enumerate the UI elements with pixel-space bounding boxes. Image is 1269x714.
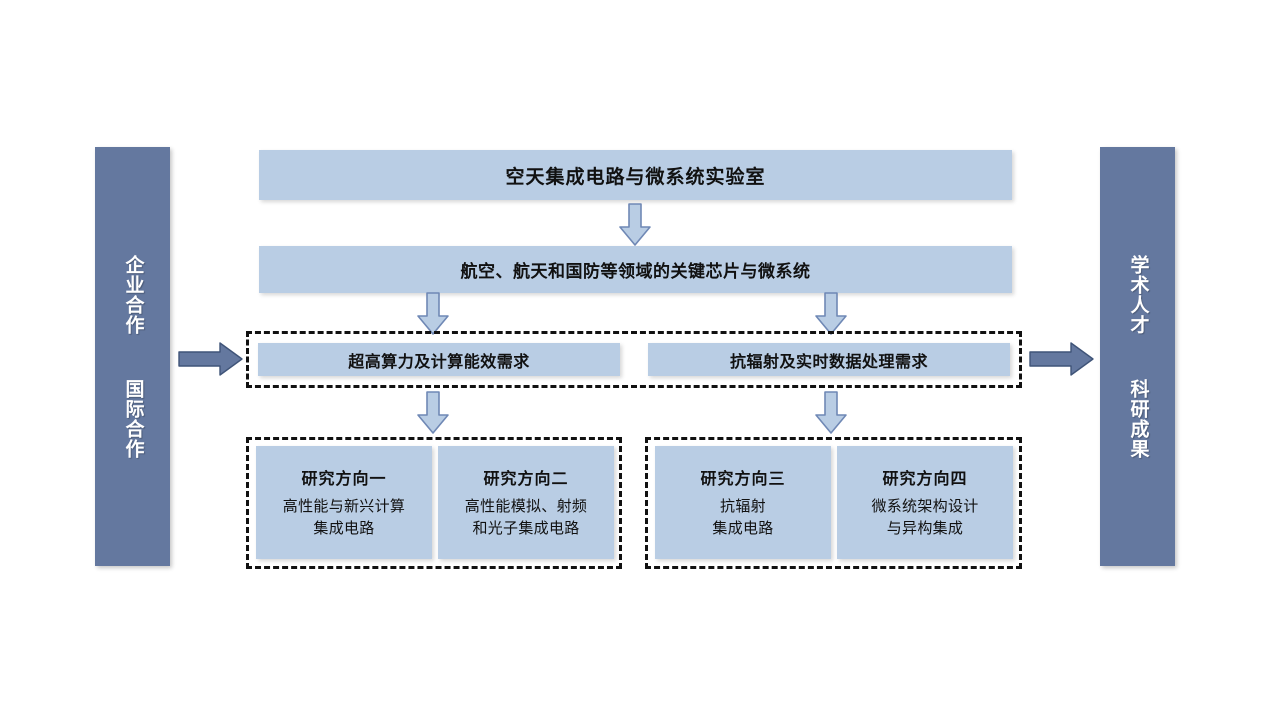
requirement-box-1: 超高算力及计算能效需求 — [258, 343, 620, 376]
goal-box: 航空、航天和国防等领域的关键芯片与微系统 — [259, 246, 1012, 293]
arrow-down-goal-to-requirement-2 — [814, 292, 848, 336]
pillar-left-collaboration: 企业合作 国际合作 — [95, 147, 170, 566]
requirement-box-2: 抗辐射及实时数据处理需求 — [648, 343, 1010, 376]
pillar-right-outcomes: 学术人才 科研成果 — [1100, 147, 1175, 566]
arrow-down-lab-to-goal — [618, 203, 652, 247]
pillar-right-label: 学术人才 科研成果 — [1127, 254, 1149, 459]
lab-title-label: 空天集成电路与微系统实验室 — [505, 166, 766, 188]
arrow-right-outcomes-output — [1029, 341, 1095, 377]
arrow-down-requirement-2-to-directions — [814, 391, 848, 435]
arrow-right-collaboration-input — [178, 341, 244, 377]
research-direction-card-1: 研究方向一 高性能与新兴计算 集成电路 — [256, 446, 432, 559]
goal-label: 航空、航天和国防等领域的关键芯片与微系统 — [460, 262, 811, 281]
research-directions-group-left — [246, 437, 622, 569]
requirement-label-2: 抗辐射及实时数据处理需求 — [729, 353, 928, 371]
arrow-down-goal-to-requirement-1 — [416, 292, 450, 336]
research-directions-group-right — [645, 437, 1022, 569]
research-direction-title-2: 研究方向二 — [483, 471, 569, 489]
research-direction-title-1: 研究方向一 — [301, 471, 387, 489]
research-direction-desc-3: 抗辐射 集成电路 — [712, 498, 774, 537]
arrow-down-requirement-1-to-directions — [416, 391, 450, 435]
lab-title-box: 空天集成电路与微系统实验室 — [259, 150, 1012, 200]
pillar-left-label: 企业合作 国际合作 — [122, 254, 144, 459]
research-direction-card-2: 研究方向二 高性能模拟、射频 和光子集成电路 — [438, 446, 614, 559]
research-direction-desc-4: 微系统架构设计 与异构集成 — [871, 498, 979, 537]
research-direction-card-3: 研究方向三 抗辐射 集成电路 — [655, 446, 831, 559]
research-direction-title-4: 研究方向四 — [882, 471, 968, 489]
requirement-label-1: 超高算力及计算能效需求 — [348, 353, 530, 371]
research-direction-desc-2: 高性能模拟、射频 和光子集成电路 — [464, 498, 588, 537]
requirements-group — [246, 331, 1022, 388]
research-direction-desc-1: 高性能与新兴计算 集成电路 — [282, 498, 406, 537]
research-direction-card-4: 研究方向四 微系统架构设计 与异构集成 — [837, 446, 1013, 559]
research-direction-title-3: 研究方向三 — [700, 471, 786, 489]
